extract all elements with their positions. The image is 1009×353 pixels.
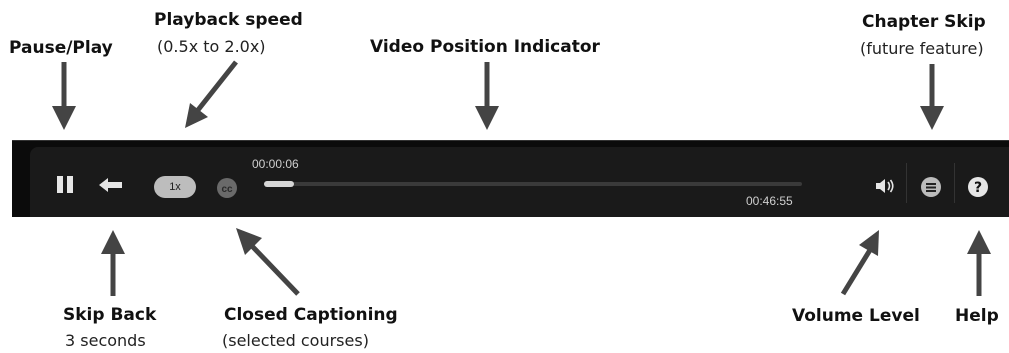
divider bbox=[954, 163, 955, 203]
label-playback-speed-range: (0.5x to 2.0x) bbox=[157, 37, 266, 56]
progress-fill bbox=[264, 181, 294, 187]
label-closed-captioning-note: (selected courses) bbox=[222, 331, 369, 350]
skip-back-icon bbox=[99, 178, 122, 192]
label-closed-captioning: Closed Captioning bbox=[224, 305, 398, 325]
pause-button[interactable] bbox=[56, 175, 76, 195]
label-chapter-skip: Chapter Skip bbox=[862, 12, 986, 32]
arrow-pause-play bbox=[52, 62, 76, 130]
skip-back-button[interactable] bbox=[98, 177, 124, 193]
help-button[interactable]: ? bbox=[967, 176, 989, 198]
label-pause-play: Pause/Play bbox=[9, 38, 113, 58]
label-chapter-skip-note: (future feature) bbox=[860, 39, 984, 58]
arrow-help bbox=[967, 230, 991, 296]
volume-button[interactable] bbox=[874, 176, 896, 196]
playback-speed-button[interactable]: 1x bbox=[154, 176, 196, 198]
arrow-chapter-skip bbox=[920, 64, 944, 130]
label-playback-speed: Playback speed bbox=[154, 10, 303, 30]
divider bbox=[906, 163, 907, 203]
label-volume-level: Volume Level bbox=[792, 306, 920, 326]
total-duration: 00:46:55 bbox=[746, 194, 793, 208]
help-icon: ? bbox=[968, 177, 988, 197]
arrow-skip-back bbox=[101, 230, 125, 296]
svg-text:?: ? bbox=[974, 180, 982, 196]
chapter-skip-icon bbox=[921, 177, 941, 197]
current-time: 00:00:06 bbox=[252, 157, 299, 171]
chapter-skip-button[interactable] bbox=[920, 176, 942, 198]
label-skip-back: Skip Back bbox=[63, 305, 157, 325]
label-skip-back-seconds: 3 seconds bbox=[65, 331, 146, 350]
arrow-video-position bbox=[475, 62, 499, 130]
arrow-closed-captioning bbox=[236, 228, 300, 296]
closed-captions-label: cc bbox=[221, 184, 233, 195]
closed-captions-button[interactable]: cc bbox=[216, 177, 238, 199]
label-video-position: Video Position Indicator bbox=[370, 37, 600, 57]
volume-icon bbox=[876, 179, 894, 193]
arrow-playback-speed bbox=[185, 60, 238, 128]
closed-captions-icon: cc bbox=[217, 178, 237, 198]
pause-icon bbox=[57, 176, 73, 193]
label-help: Help bbox=[955, 306, 999, 326]
arrow-volume-level bbox=[840, 230, 879, 296]
progress-track[interactable] bbox=[264, 181, 802, 187]
